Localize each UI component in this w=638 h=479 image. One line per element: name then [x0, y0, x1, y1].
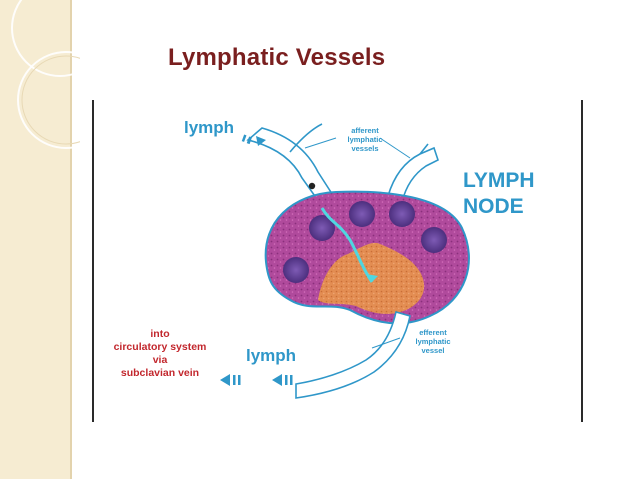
label-efferent: efferent lymphatic vessel [404, 328, 462, 355]
label-into-2: circulatory system [113, 341, 207, 353]
arrow-in [241, 134, 266, 146]
lymph-flow-path [320, 207, 374, 283]
decorative-side-band [0, 0, 70, 479]
label-afferent-2: lymphatic [347, 135, 383, 144]
nodule-5 [283, 257, 309, 283]
label-efferent-2: lymphatic [415, 337, 451, 346]
label-afferent-3: vessels [351, 144, 379, 153]
decorative-arcs [11, 0, 80, 149]
label-into-1: into [150, 328, 170, 340]
label-into-4: subclavian vein [120, 367, 200, 379]
label-afferent-1: afferent [351, 126, 379, 135]
efferent-vessel [295, 310, 411, 399]
label-lymph-out: lymph [246, 346, 297, 365]
label-node-line-1: LYMPH [463, 169, 535, 192]
frame-right-line [581, 100, 583, 422]
nodule-1 [309, 215, 335, 241]
arrow-out-bottom [272, 374, 293, 386]
label-into-circulation: into circulatory system via subclavian v… [100, 328, 220, 380]
nodule-4 [421, 227, 447, 253]
label-lymph-in: lymph [184, 118, 235, 137]
nodule-3 [389, 201, 415, 227]
nodule-2 [349, 201, 375, 227]
valve-dot [308, 182, 316, 190]
slide-title: Lymphatic Vessels [168, 44, 386, 71]
afferent-vessel-right [387, 143, 439, 204]
frame-left-line [92, 100, 94, 422]
label-afferent: afferent lymphatic vessels [333, 126, 397, 153]
side-band-edge [70, 0, 72, 479]
label-into-3: via [152, 354, 168, 366]
label-efferent-3: vessel [421, 346, 445, 355]
label-node-line-2: NODE [463, 195, 524, 218]
label-lymph-node: LYMPH NODE [463, 168, 535, 220]
arrow-out-far [220, 374, 241, 386]
label-efferent-1: efferent [419, 328, 447, 337]
lymph-node-diagram [220, 123, 470, 399]
